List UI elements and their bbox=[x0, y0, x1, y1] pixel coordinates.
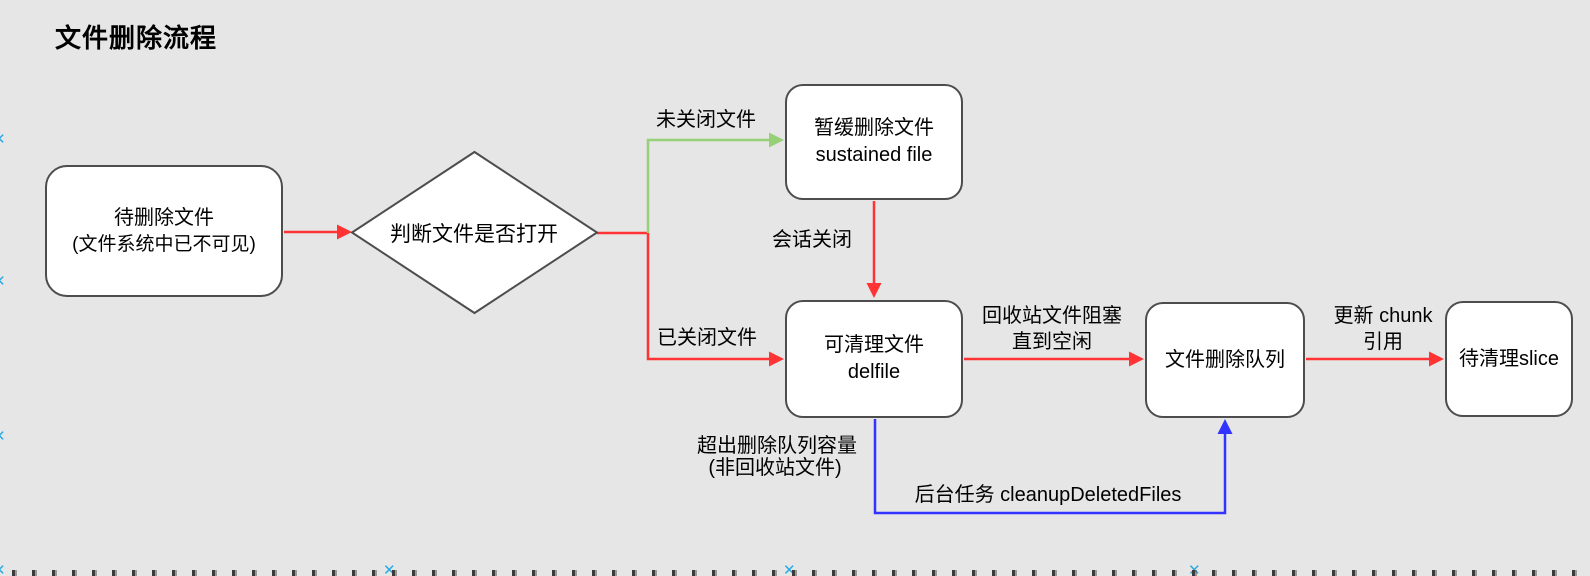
node-slice-label: 待清理slice bbox=[1458, 347, 1559, 370]
edge-label-background-task: 后台任务 cleanupDeletedFiles bbox=[914, 484, 1182, 506]
edge-label-file-closed: 已关闭文件 bbox=[657, 327, 757, 349]
node-pending-line2: (文件系统中已不可见) bbox=[72, 233, 256, 255]
edge-label-overflow-line1: 超出删除队列容量 bbox=[697, 435, 857, 457]
guide-cross-icon: ✕ bbox=[0, 132, 6, 147]
node-pending-line1: 待删除文件 bbox=[114, 206, 214, 229]
edge-label-file-not-closed: 未关闭文件 bbox=[656, 109, 756, 131]
node-queue-label: 文件删除队列 bbox=[1165, 348, 1285, 371]
edge-decision-to-delfile[interactable] bbox=[646, 233, 784, 367]
edge-label-update-chunk-line1: 更新 chunk bbox=[1333, 305, 1433, 327]
guide-cross-icon: ✕ bbox=[0, 274, 6, 289]
edge-queue-to-slice[interactable] bbox=[1306, 351, 1444, 367]
guide-cross-icon: ✕ bbox=[0, 429, 6, 444]
edge-label-session-closed: 会话关闭 bbox=[772, 229, 852, 251]
node-sustained-line2: sustained file bbox=[815, 144, 933, 166]
edge-sustained-to-delfile[interactable] bbox=[866, 201, 882, 298]
node-sustained-file[interactable]: 暂缓删除文件 sustained file bbox=[785, 84, 963, 200]
edge-delfile-overflow-to-queue[interactable] bbox=[873, 419, 1233, 515]
node-pending-file[interactable]: 待删除文件 (文件系统中已不可见) bbox=[45, 165, 283, 297]
node-delete-queue[interactable]: 文件删除队列 bbox=[1145, 302, 1305, 418]
edge-pending-to-decision[interactable] bbox=[284, 224, 352, 240]
edge-delfile-to-queue[interactable] bbox=[964, 351, 1144, 367]
node-decision-label: 判断文件是否打开 bbox=[390, 223, 558, 246]
edge-label-update-chunk-line2: 引用 bbox=[1363, 331, 1403, 353]
bottom-clipped-content-ticks bbox=[0, 570, 1590, 576]
node-sustained-line1: 暂缓删除文件 bbox=[814, 117, 934, 139]
edge-label-trash-block-line1: 回收站文件阻塞 bbox=[982, 305, 1122, 327]
guide-cross-icon: ✕ bbox=[0, 563, 6, 576]
node-delfile-line1: 可清理文件 bbox=[824, 334, 924, 356]
edge-decision-to-sustained[interactable] bbox=[646, 132, 784, 234]
edge-label-overflow-line2: (非回收站文件) bbox=[708, 457, 842, 479]
node-decision-shape[interactable] bbox=[350, 150, 599, 315]
diagram-title: 文件删除流程 bbox=[55, 23, 218, 53]
node-delfile[interactable]: 可清理文件 delfile bbox=[785, 300, 963, 418]
node-pending-slice[interactable]: 待清理slice bbox=[1445, 301, 1573, 417]
node-delfile-line2: delfile bbox=[847, 361, 901, 383]
edge-label-trash-block-line2: 直到空闲 bbox=[1012, 331, 1092, 353]
